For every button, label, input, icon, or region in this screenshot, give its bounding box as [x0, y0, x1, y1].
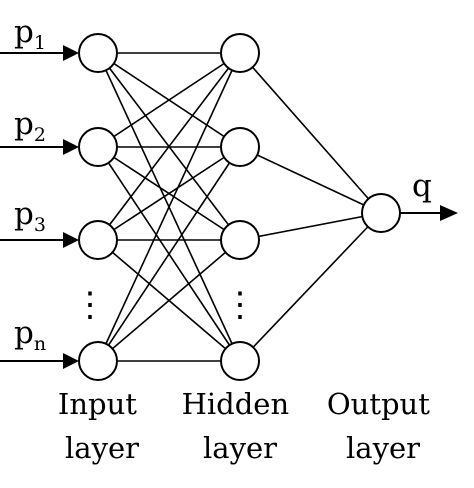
- input-node-3: [78, 220, 118, 260]
- connection-hidden-1-output: [239, 52, 382, 214]
- connection-input-4-hidden-3: [97, 239, 241, 362]
- input-layer-label: Input layer: [58, 387, 146, 465]
- connection-hidden-3-output: [239, 212, 382, 241]
- input-arrow-head-2: [63, 139, 79, 155]
- connection-input-3-hidden-2: [97, 146, 241, 241]
- input-label-3: p3: [14, 196, 46, 236]
- connection-hidden-2-output: [239, 146, 382, 214]
- output-label: q: [412, 168, 432, 204]
- input-node-2: [78, 127, 118, 167]
- hidden-node-2: [220, 127, 260, 167]
- output-arrow-head: [440, 205, 458, 221]
- connections: [97, 52, 382, 362]
- input-arrow-head-4: [63, 353, 79, 369]
- input-node-4: [78, 341, 118, 381]
- connection-hidden-4-output: [239, 212, 382, 362]
- hidden-ellipsis: ⋮: [223, 285, 257, 325]
- input-label-n: pn: [14, 315, 46, 355]
- input-node-1: [78, 33, 118, 73]
- nodes: [78, 33, 401, 381]
- hidden-layer-label: Hidden layer: [182, 387, 299, 465]
- input-label-1: p1: [14, 14, 46, 54]
- hidden-node-4: [220, 341, 260, 381]
- arrows: [0, 45, 458, 369]
- input-arrow-head-1: [63, 45, 79, 61]
- connection-input-2-hidden-1: [97, 52, 241, 148]
- connection-input-4-hidden-2: [97, 146, 241, 362]
- connection-input-3-hidden-1: [97, 52, 241, 241]
- hidden-node-3: [220, 220, 260, 260]
- input-ellipsis: ⋮: [73, 285, 107, 325]
- output-node: [361, 193, 401, 233]
- input-arrow-head-3: [63, 232, 79, 248]
- hidden-node-1: [220, 33, 260, 73]
- input-label-2: p2: [14, 106, 46, 146]
- connection-input-4-hidden-1: [97, 52, 241, 362]
- output-layer-label: Output layer: [327, 387, 439, 465]
